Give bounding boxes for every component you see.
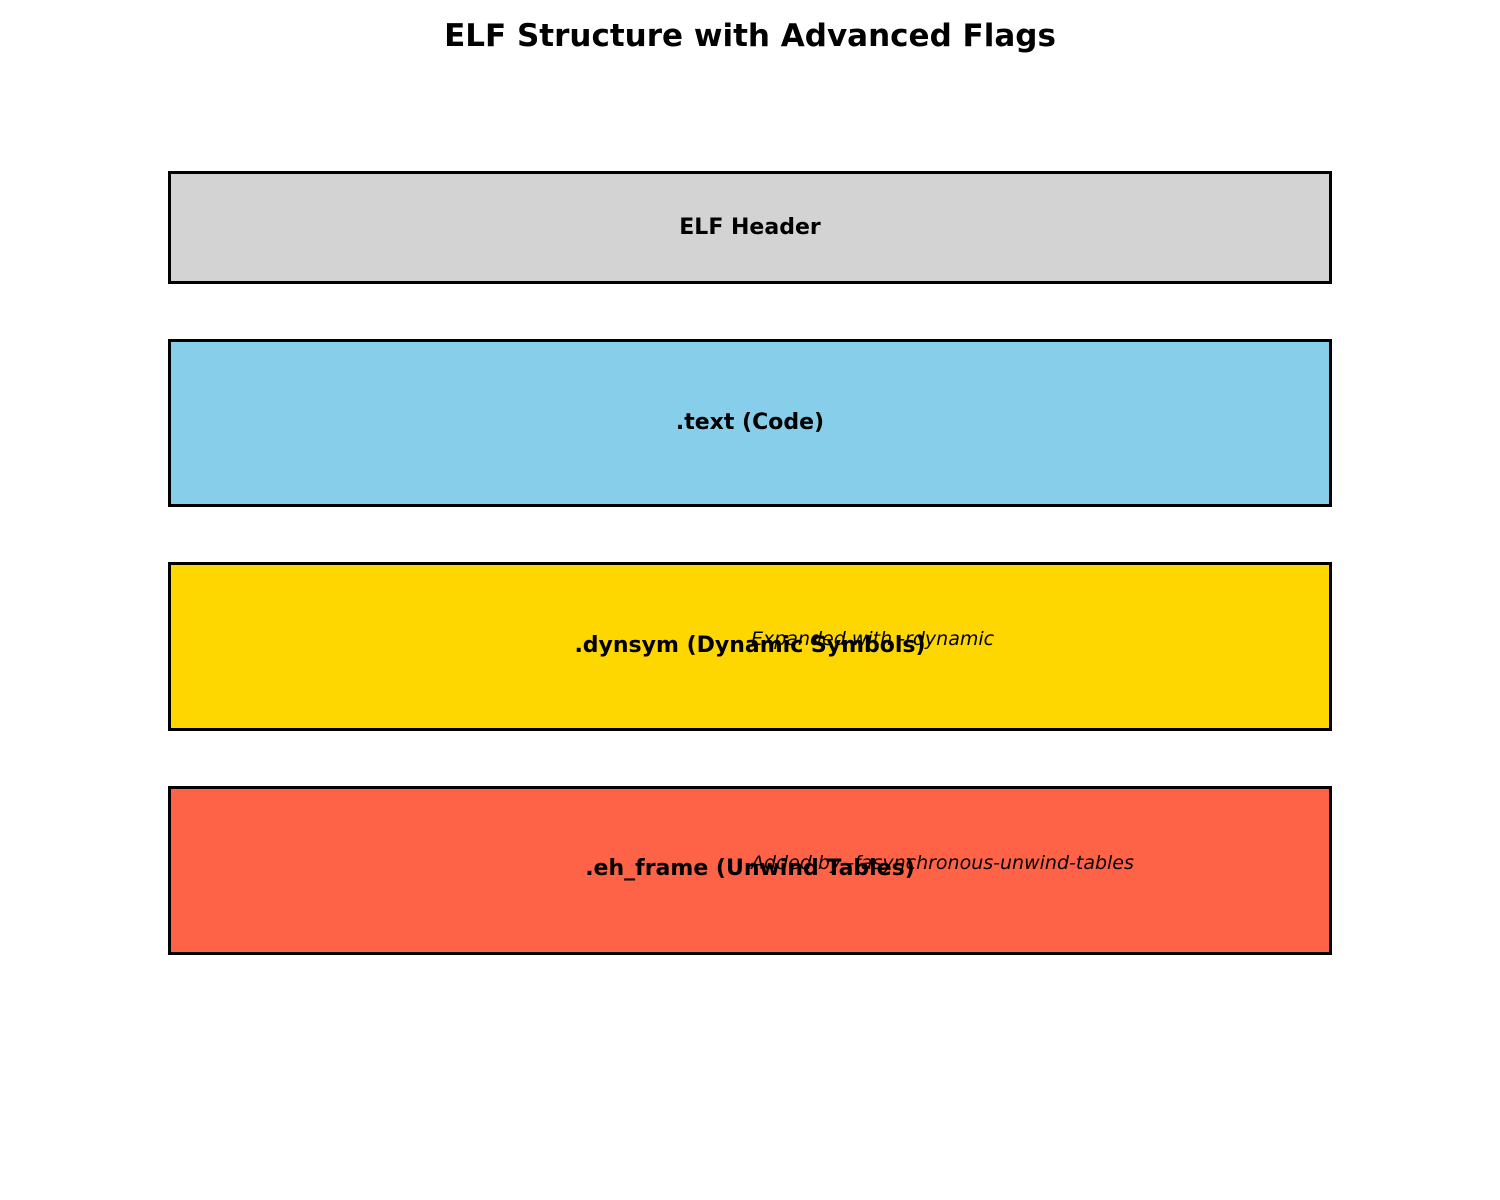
section-text: .text (Code) xyxy=(168,339,1332,507)
section-dynsym: .dynsym (Dynamic Symbols) Expanded with … xyxy=(168,562,1332,731)
section-label: .dynsym (Dynamic Symbols) xyxy=(574,633,926,658)
section-elf-header: ELF Header xyxy=(168,171,1332,284)
section-label: .eh_frame (Unwind Tables) xyxy=(585,856,915,881)
section-note: Expanded with -rdynamic xyxy=(751,628,995,650)
section-eh-frame: .eh_frame (Unwind Tables) Added by -fasy… xyxy=(168,786,1332,955)
diagram-title: ELF Structure with Advanced Flags xyxy=(444,18,1056,54)
section-label: .text (Code) xyxy=(675,410,825,435)
section-note: Added by -fasynchronous-unwind-tables xyxy=(751,852,1134,874)
section-label: ELF Header xyxy=(679,214,821,240)
